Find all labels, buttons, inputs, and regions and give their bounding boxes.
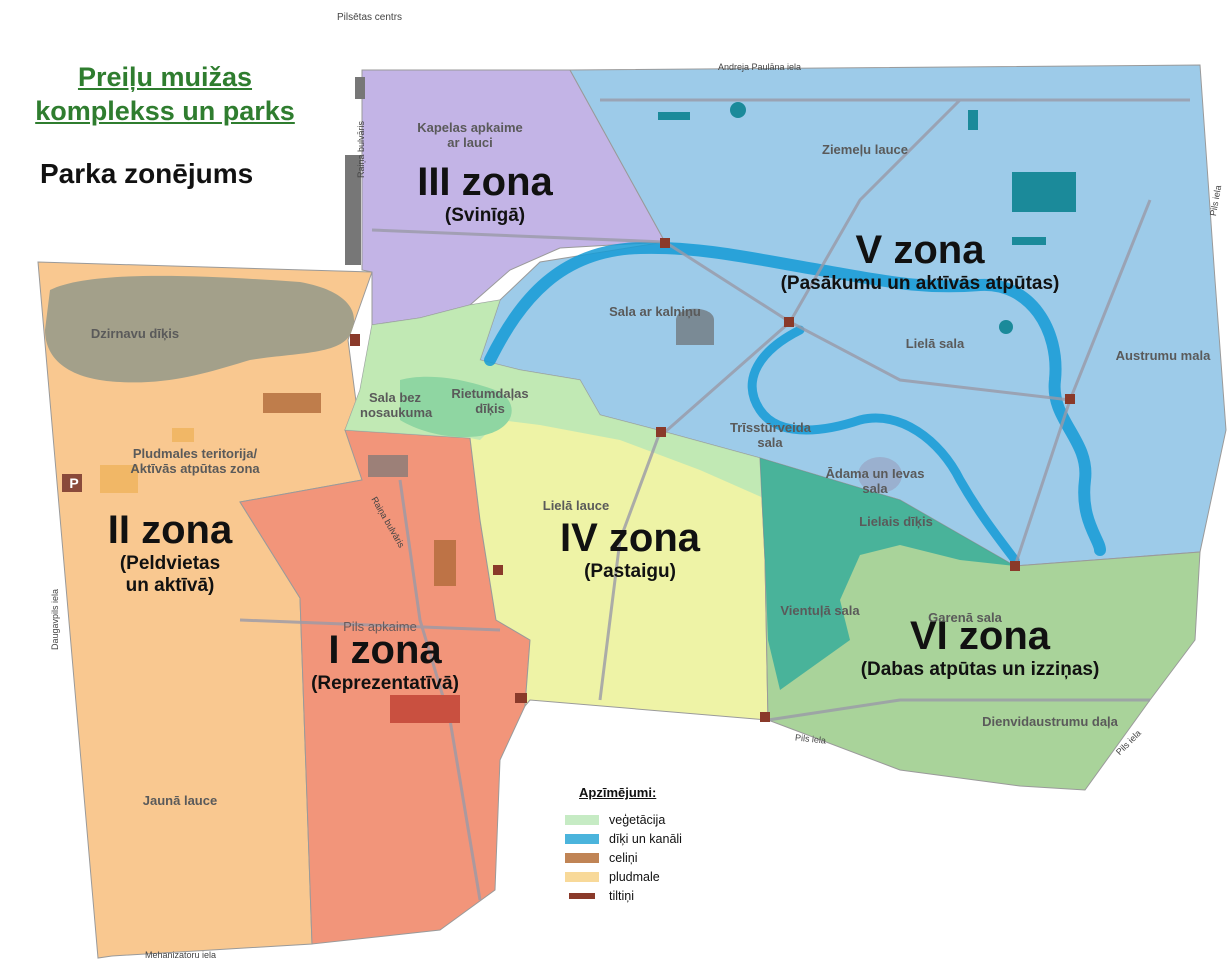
- zone-v-desc: (Pasākumu un aktīvās atpūtas): [780, 273, 1060, 294]
- legend-title: Apzīmējumi:: [579, 785, 657, 800]
- legend-swatch: [565, 871, 599, 882]
- zone-ii-name: II zona: [107, 508, 233, 552]
- street-mehanizatoru: Mehanizatoru iela: [145, 950, 217, 960]
- zone-iii-label: III zona (Svinīgā): [410, 160, 560, 227]
- place-lielais-dikis: Lielais dīķis: [859, 514, 933, 529]
- zone-iii-desc: (Svinīgā): [444, 205, 526, 226]
- vegetation-band: [345, 300, 768, 500]
- title-line-2: komplekss un parks: [35, 96, 295, 126]
- map-subtitle: Parka zonējums: [40, 158, 254, 189]
- legend-item-vegetation: veģetācija: [565, 810, 682, 829]
- place-pils-apkaime: Pils apkaime: [343, 619, 417, 634]
- legend: Apzīmējumi: veģetācija dīķi un kanāli ce…: [565, 785, 682, 905]
- place-dienvidaustrumu: Dienvidaustrumu daļa: [982, 714, 1118, 729]
- zone-iv-desc: (Pastaigu): [584, 561, 676, 582]
- legend-item-beach: pludmale: [565, 867, 682, 886]
- legend-label: tiltiņi: [609, 888, 635, 903]
- place-garena: Garenā sala: [928, 610, 1002, 625]
- legend-swatch: [565, 814, 599, 825]
- zone-i-label: I zona (Reprezentatīvā): [280, 628, 490, 695]
- city-center-label: Pilsētas centrs: [337, 12, 403, 23]
- map-title: Preiļu muižas komplekss un parks: [10, 60, 320, 128]
- paths: [239, 98, 1190, 901]
- zone-vi-desc: (Dabas atpūtas un izziņas): [860, 659, 1100, 680]
- lielais-dikis-water: [760, 458, 1015, 690]
- place-dzirnavu: Dzirnavu dīķis: [90, 326, 180, 341]
- place-jauna-lauce: Jaunā lauce: [142, 793, 218, 808]
- zone-ii-label: II zona (Peldvietas un aktīvā): [70, 508, 270, 597]
- legend-label: dīķi un kanāli: [609, 831, 682, 846]
- place-sala-kalninu: Sala ar kalniņu: [609, 304, 701, 319]
- zone-v-label: V zona (Pasākumu un aktīvās atpūtas): [730, 228, 1110, 295]
- legend-label: veģetācija: [609, 812, 666, 827]
- canal: [484, 241, 1106, 556]
- street-andreja: Andreja Paulāna iela: [718, 62, 802, 72]
- place-liela-lauce: Lielā lauce: [542, 498, 610, 513]
- street-raina-1: Raiņa bulvāris: [356, 120, 366, 178]
- zone-v-name: V zona: [855, 228, 985, 272]
- rietumdalas-dikis-water: [400, 376, 512, 438]
- parking-sign: [62, 474, 82, 492]
- zone-iv-label: IV zona (Pastaigu): [540, 516, 720, 583]
- zone-ii-desc: (Peldvietas un aktīvā): [119, 553, 221, 596]
- place-kapelas: Kapelas apkaime ar lauci: [417, 120, 523, 150]
- place-liela-sala: Lielā sala: [905, 336, 965, 351]
- zone-i-desc: (Reprezentatīvā): [311, 673, 459, 694]
- zone-vi-name: VI zona: [909, 614, 1051, 658]
- place-sala-bez: Sala bez nosaukuma: [360, 390, 433, 420]
- street-daugavpils: Daugavpils iela: [50, 588, 60, 650]
- place-austrumu: Austrumu mala: [1115, 348, 1211, 363]
- legend-swatch: [565, 833, 599, 844]
- place-ziemelu: Ziemeļu lauce: [822, 142, 908, 157]
- buildings: [100, 77, 1076, 723]
- legend-label: celiņi: [609, 850, 638, 865]
- bridge-icon: [569, 892, 595, 899]
- zone-vi-label: VI zona (Dabas atpūtas un izziņas): [820, 614, 1140, 681]
- legend-item-paths: celiņi: [565, 848, 682, 867]
- zone-iii-name: III zona: [417, 160, 553, 204]
- canal-inner: [747, 325, 1020, 565]
- zone-i-name: I zona: [328, 628, 442, 672]
- legend-item-water: dīķi un kanāli: [565, 829, 682, 848]
- place-trissturveida: Trīsstūrveida sala: [730, 420, 811, 450]
- place-adama: Ādama un Ievas sala: [825, 466, 925, 496]
- legend-item-bridges: tiltiņi: [565, 886, 682, 905]
- place-pludmales: Pludmales teritorija/ Aktīvās atpūtas zo…: [130, 446, 260, 476]
- bridges: [350, 238, 1075, 722]
- legend-label: pludmale: [609, 869, 660, 884]
- dzirnavu-dikis-water: [45, 275, 355, 383]
- place-vientula: Vientuļā sala: [780, 603, 860, 618]
- legend-swatch: [565, 852, 599, 863]
- parking-label: P: [69, 475, 79, 491]
- zone-iv-name: IV zona: [559, 516, 701, 560]
- title-line-1: Preiļu muižas: [77, 62, 253, 92]
- place-rietumdalas: Rietumdaļas dīķis: [451, 386, 529, 416]
